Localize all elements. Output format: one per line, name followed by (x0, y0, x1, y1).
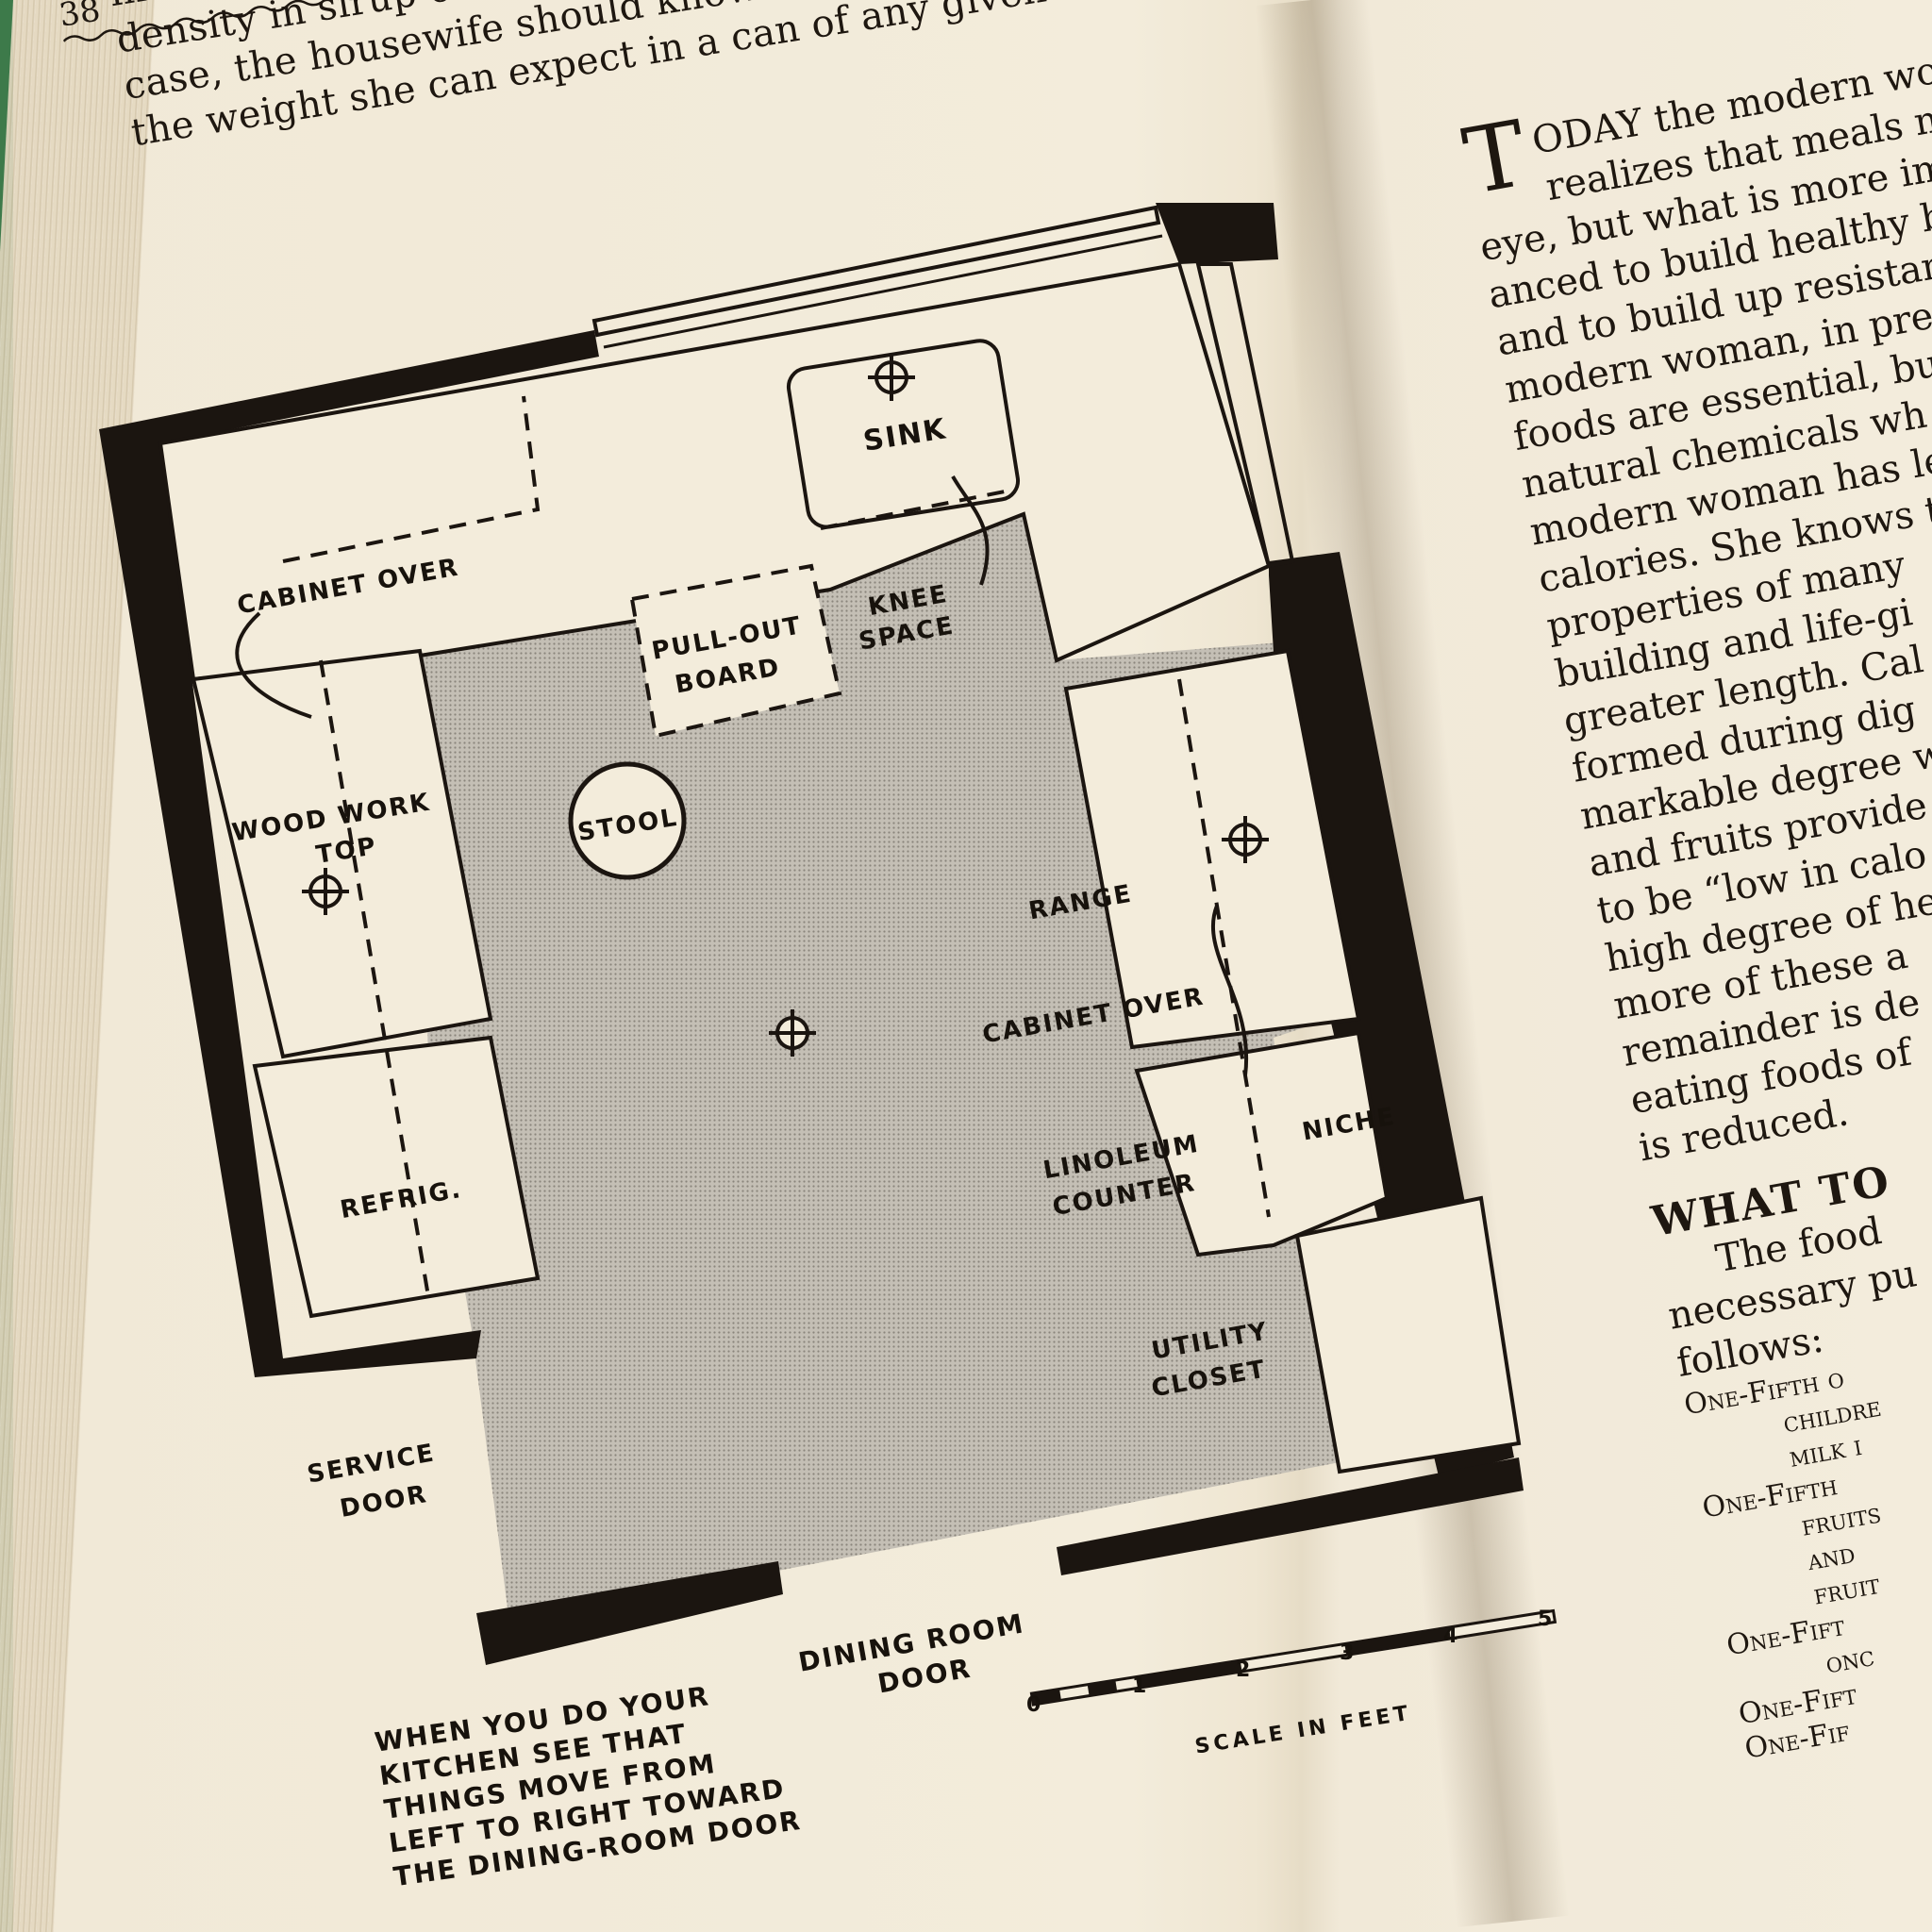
light-fixture (302, 354, 1269, 1057)
wavy-rule (62, 0, 587, 42)
scale-tick: 1 (1132, 1674, 1147, 1698)
scale-tick: 3 (1340, 1641, 1355, 1665)
wall-bottom-right (1057, 1457, 1524, 1575)
range-box (1063, 648, 1361, 1050)
scale-tick: 4 (1443, 1624, 1458, 1648)
window-right (1195, 262, 1295, 569)
drop-cap: T (1456, 100, 1535, 216)
refrig-box (252, 1035, 541, 1319)
linoleum-counter (1134, 1030, 1390, 1257)
wall-left (99, 330, 599, 1377)
scale-tick: 5 (1538, 1607, 1553, 1631)
scale-tick: 0 (1026, 1693, 1041, 1717)
wall-top-right (1156, 203, 1278, 264)
woodwork-counter (191, 648, 493, 1059)
left-page: 38 in weight is probably due to a more d… (38, 0, 1522, 1919)
scale-tick: 2 (1236, 1658, 1251, 1682)
scale-bar (1029, 1608, 1557, 1707)
window-top (591, 205, 1161, 338)
wall-bottom-left (476, 1561, 783, 1665)
utility-closet (1294, 1195, 1522, 1474)
stool (568, 761, 687, 880)
